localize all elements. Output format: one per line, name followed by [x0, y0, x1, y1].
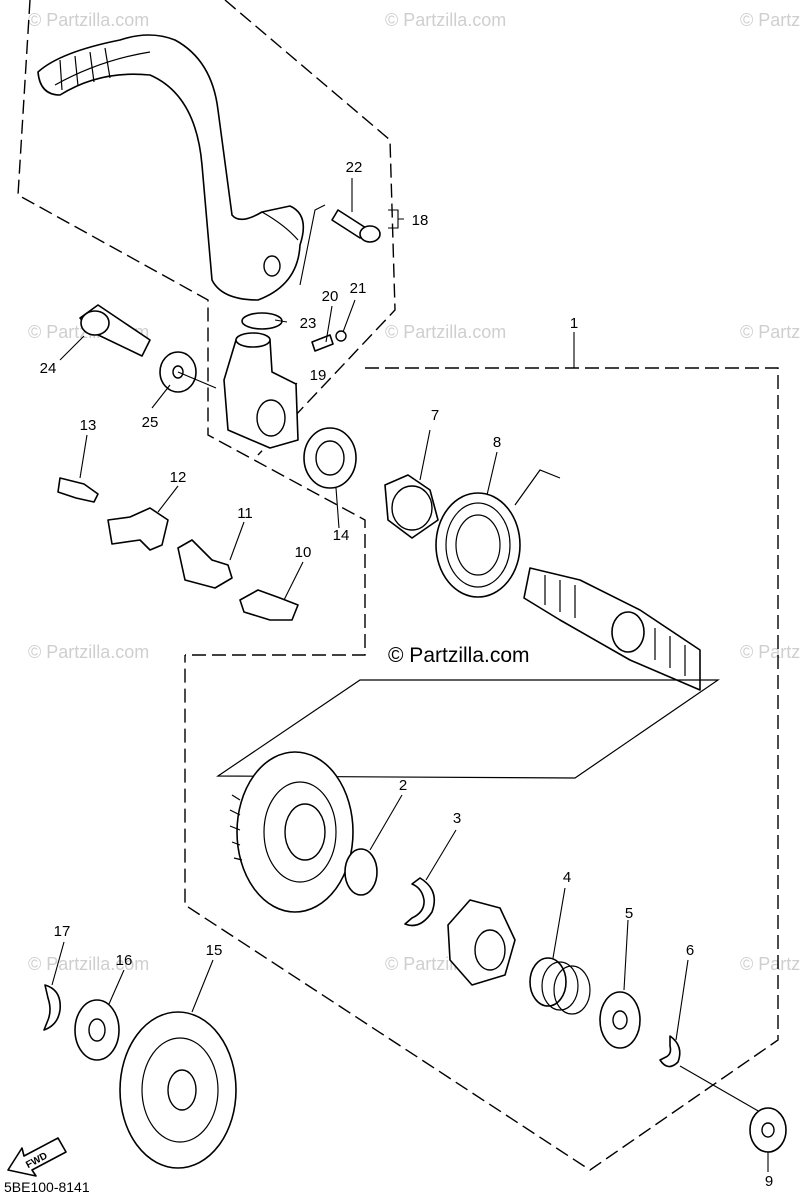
copyright-text: © Partzilla.com — [388, 644, 530, 667]
kick-gear — [229, 751, 354, 913]
leader — [679, 1065, 761, 1113]
plate-12 — [107, 507, 169, 551]
watermark: © Partzilla.com — [28, 954, 149, 974]
watermark: © Partzilla.com — [740, 642, 800, 662]
leader — [177, 371, 217, 389]
leader-lines — [51, 178, 769, 1172]
callout-4: 4 — [563, 869, 571, 886]
callout-9: 9 — [765, 1173, 773, 1190]
callout-22: 22 — [346, 159, 363, 176]
ratchet-wheel — [447, 899, 516, 986]
watermark: © Partzilla.com — [385, 322, 506, 342]
torsion-spring-8 — [435, 469, 561, 598]
group-18-boundary-right — [224, 0, 396, 456]
callout-10: 10 — [295, 544, 312, 561]
callout-7: 7 — [431, 407, 439, 424]
callout-12: 12 — [170, 469, 187, 486]
watermark: © Partzilla.com — [28, 10, 149, 30]
callout-14: 14 — [333, 527, 350, 544]
callout-1: 1 — [570, 315, 578, 332]
callout-13: 13 — [80, 417, 97, 434]
callout-18: 18 — [412, 212, 429, 229]
shaft-plane — [216, 679, 720, 779]
circlip-3 — [404, 877, 436, 927]
callout-24: 24 — [40, 360, 57, 377]
bolt-22 — [331, 209, 381, 243]
fwd-arrow-icon: FWD — [7, 1137, 67, 1177]
callout-2: 2 — [399, 777, 407, 794]
circlip-17 — [43, 984, 62, 1031]
washer-2 — [344, 848, 378, 896]
watermark: © Partzilla.com — [28, 642, 149, 662]
watermark: © Partzilla.com — [740, 322, 800, 342]
callout-20: 20 — [322, 288, 339, 305]
watermark: © Partzilla.com — [385, 10, 506, 30]
circlip-6 — [659, 1035, 681, 1068]
assembly-1-boundary — [184, 367, 779, 1171]
callout-17: 17 — [54, 923, 71, 940]
washer-16 — [74, 999, 120, 1061]
idler-gear-15 — [119, 1011, 237, 1169]
diagram-code: 5BE100-8141 — [4, 1179, 90, 1195]
kick-shaft — [523, 567, 701, 691]
washer-23 — [241, 312, 283, 330]
compression-spring-4 — [529, 957, 591, 1015]
callout-5: 5 — [625, 905, 633, 922]
callout-16: 16 — [116, 952, 133, 969]
ball-21 — [335, 330, 347, 342]
leader — [299, 204, 326, 286]
bolt-13 — [57, 477, 99, 503]
callout-21: 21 — [350, 280, 367, 297]
callout-3: 3 — [453, 810, 461, 827]
bolt-24 — [79, 304, 151, 357]
washer-5 — [599, 991, 641, 1049]
callout-15: 15 — [206, 942, 223, 959]
callouts: 1 2 3 4 5 6 7 8 9 10 11 12 13 14 15 16 1… — [40, 159, 774, 1190]
group-18-boundary — [17, 0, 366, 656]
plate-11 — [177, 539, 233, 589]
watermark: © Partzilla.com — [740, 10, 800, 30]
oil-seal-14 — [303, 427, 357, 489]
callout-19: 19 — [310, 367, 327, 384]
washer-9 — [749, 1107, 787, 1153]
collar-7 — [384, 474, 439, 539]
plate-10 — [239, 589, 299, 621]
spring-20 — [311, 334, 334, 352]
callout-23: 23 — [300, 315, 317, 332]
watermark: © Partzilla.com — [740, 954, 800, 974]
callout-11: 11 — [237, 505, 253, 522]
kick-crank-lever — [37, 34, 305, 301]
callout-8: 8 — [493, 434, 501, 451]
callout-6: 6 — [686, 942, 694, 959]
kick-boss-19 — [223, 332, 299, 449]
callout-25: 25 — [142, 414, 159, 431]
